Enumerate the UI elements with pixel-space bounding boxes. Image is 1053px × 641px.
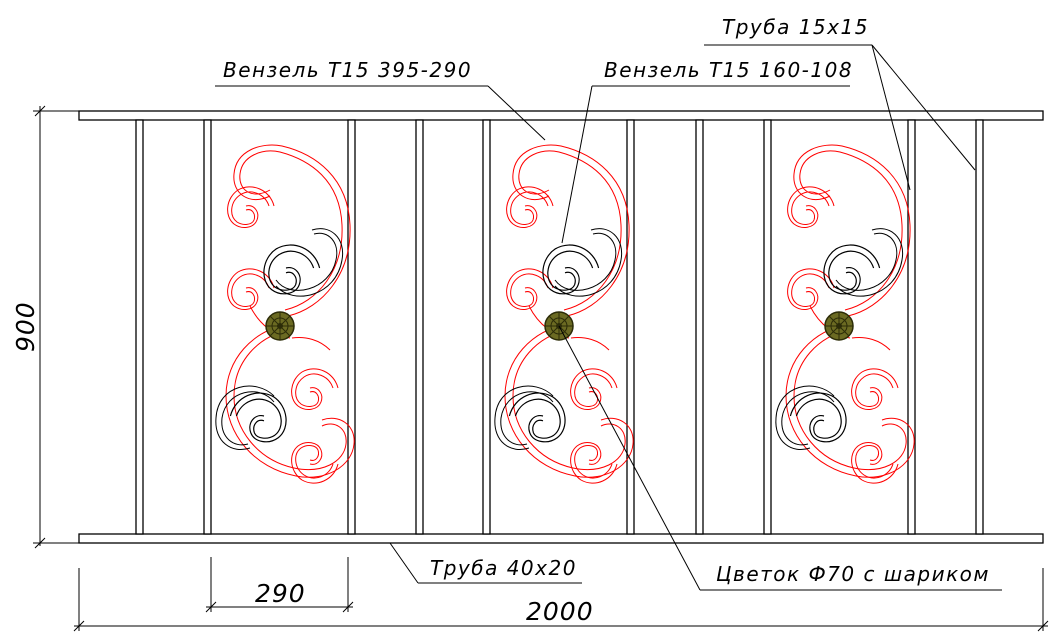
pipe-15x15-label: Труба 15х15: [722, 15, 869, 39]
height-dimension: 900: [11, 301, 40, 352]
vertical-balusters: [135, 119, 984, 535]
dimension-lines: [33, 105, 1049, 632]
flower-right: [824, 311, 854, 341]
top-rail: [78, 110, 1044, 121]
pipe-40x20-label: Труба 40х20: [430, 556, 577, 580]
total-width-dimension: 2000: [526, 597, 594, 626]
leader-lines: [215, 44, 1002, 591]
panel-width-dimension: 290: [255, 579, 306, 608]
flower-label: Цветок Ф70 с шариком: [716, 562, 990, 586]
monogram-large-label: Вензель Т15 395-290: [223, 58, 472, 82]
flower-left: [265, 311, 295, 341]
bottom-rail: [78, 533, 1044, 544]
monogram-small-label: Вензель Т15 160-108: [604, 58, 853, 82]
